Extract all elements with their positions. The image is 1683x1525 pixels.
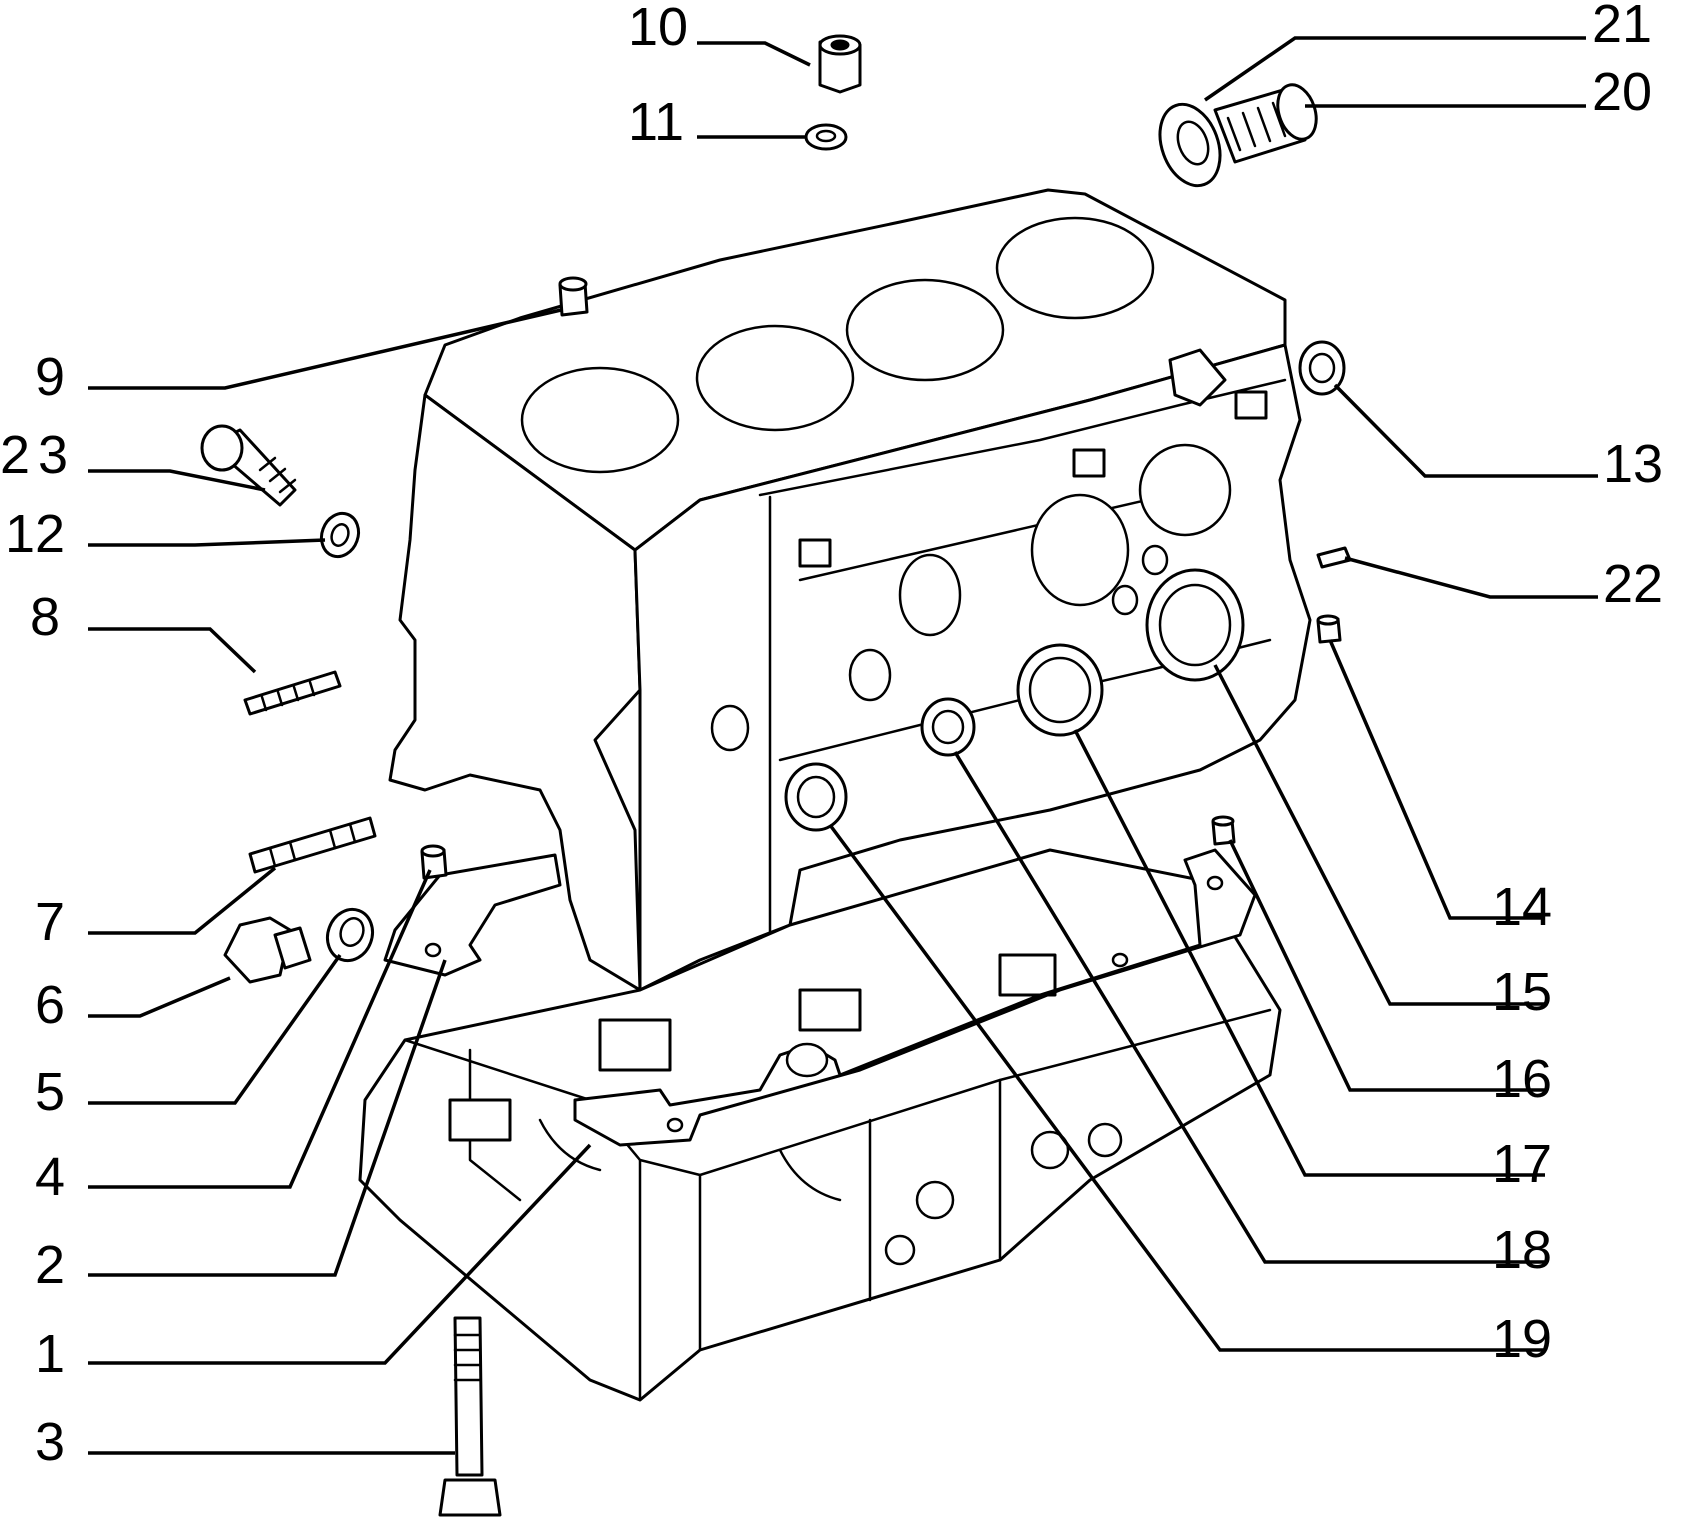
callout-labels: 10 11 21 20 9 23 12 8 7 6 5 4 2 1 3 13 2… [0, 0, 1663, 1472]
callout-17: 17 [1492, 1134, 1552, 1194]
callout-9: 9 [35, 347, 65, 407]
part-20-plug [1213, 83, 1318, 164]
cylinder-bore-4 [995, 216, 1155, 320]
part-3-bolt [438, 1316, 502, 1517]
part-5-washer [325, 907, 375, 963]
callout-2: 2 [35, 1235, 65, 1295]
callout-3: 3 [35, 1412, 65, 1472]
callout-21: 21 [1592, 0, 1652, 54]
callout-16: 16 [1492, 1049, 1552, 1109]
part-21-seal-ring [1158, 102, 1222, 188]
callout-14: 14 [1492, 877, 1552, 937]
callout-8: 8 [30, 587, 60, 647]
cylinder-bore-3 [845, 278, 1005, 382]
callout-6: 6 [35, 975, 65, 1035]
callout-15: 15 [1492, 962, 1552, 1022]
block-front-face [388, 393, 642, 992]
part-9-dowel [558, 276, 589, 317]
callout-19: 19 [1492, 1309, 1552, 1369]
part-17-seal [920, 697, 976, 757]
callout-10: 10 [628, 0, 688, 57]
part-10-plug [818, 34, 862, 94]
callout-1: 1 [35, 1324, 65, 1384]
leader-lines [88, 36, 1598, 1455]
callout-13: 13 [1603, 434, 1663, 494]
callout-12: 12 [5, 504, 65, 564]
cylinder-bore-1 [520, 366, 680, 474]
part-14-dowel [1316, 614, 1342, 644]
sump-gasket-long [573, 848, 1257, 1147]
part-15-seal [1145, 568, 1245, 682]
callout-11: 11 [628, 92, 684, 152]
part-4-dowel [420, 844, 448, 880]
callout-20: 20 [1592, 62, 1652, 122]
callout-22: 22 [1603, 554, 1663, 614]
callout-4: 4 [35, 1147, 65, 1207]
part-18-dowel [1211, 815, 1236, 846]
callout-5: 5 [35, 1062, 65, 1122]
part-6-plug [223, 916, 312, 984]
part-7-stud [248, 816, 377, 874]
callout-23: 23 [0, 425, 76, 485]
part-13-cap [1298, 340, 1346, 396]
part-8-stud [243, 670, 342, 716]
part-23-bolt [200, 424, 297, 507]
part-12-washer [319, 511, 361, 559]
callout-18: 18 [1492, 1220, 1552, 1280]
callout-7: 7 [35, 892, 65, 952]
part-16-seal [1016, 643, 1104, 737]
part-11-washer [804, 123, 848, 151]
cylinder-bore-2 [695, 324, 855, 432]
part-19-seal [784, 762, 848, 832]
